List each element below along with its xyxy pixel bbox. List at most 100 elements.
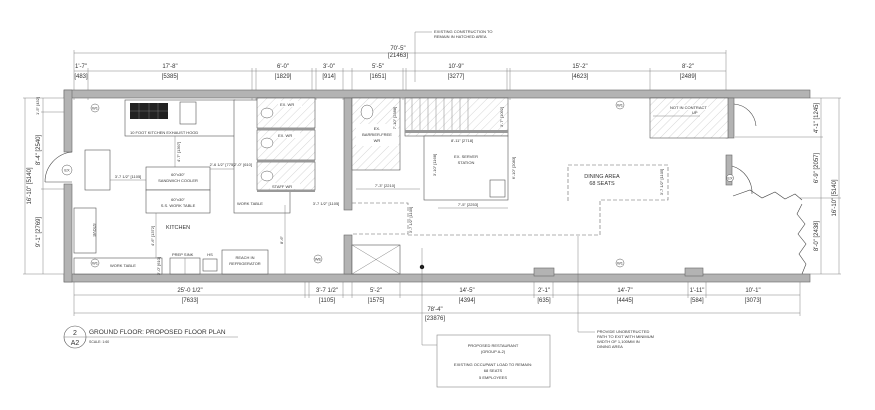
left-dimensions: 16'-10" [5140] 1'-5" [432] 8'-4" [2540] …: [23, 97, 66, 275]
svg-text:2'-1": 2'-1": [538, 288, 550, 294]
svg-text:3'-7 1/2" [1105]: 3'-7 1/2" [1105]: [115, 174, 142, 179]
bottom-dimensions: 25'-0 1/2" [7633] 3'-7 1/2" [1105] 5'-2"…: [73, 282, 801, 322]
svg-text:PATH TO EXIT WITH MINIMUM: PATH TO EXIT WITH MINIMUM: [597, 334, 654, 339]
svg-text:SCALE: 1:60: SCALE: 1:60: [89, 340, 109, 344]
svg-text:4'-6" [1372]: 4'-6" [1372]: [150, 226, 155, 246]
svg-text:[23876]: [23876]: [425, 316, 445, 322]
svg-text:PROPOSED RESTAURANT: PROPOSED RESTAURANT: [468, 343, 519, 348]
svg-text:EX. WR: EX. WR: [278, 133, 292, 138]
svg-text:3'-7 1/2" [1105]: 3'-7 1/2" [1105]: [659, 169, 664, 196]
svg-text:PROVIDE UNOBSTRUCTED: PROVIDE UNOBSTRUCTED: [597, 329, 650, 334]
right-dimensions: 4'-1" [1245] 6'-9" [2057] 8'-0" [2438] 1…: [735, 97, 841, 275]
svg-text:2'-6 1/2" [775]: 2'-6 1/2" [775]: [210, 162, 235, 167]
svg-text:17'-8": 17'-8": [162, 64, 177, 70]
svg-text:6'-0": 6'-0": [277, 64, 289, 70]
svg-text:EX.: EX.: [374, 126, 380, 131]
svg-text:2: 2: [73, 330, 77, 337]
svg-text:WE: WE: [315, 257, 322, 262]
svg-text:9'-1" [2769]: 9'-1" [2769]: [36, 217, 42, 248]
svg-text:SANDWICH COOLER: SANDWICH COOLER: [158, 178, 198, 183]
svg-text:S.S. WORK TABLE: S.S. WORK TABLE: [161, 203, 196, 208]
not-in-contract-stair: NOT IN CONTRACT UP: [649, 97, 757, 139]
svg-text:EX. WR: EX. WR: [280, 102, 294, 107]
svg-text:[4623]: [4623]: [572, 74, 589, 80]
svg-text:[635]: [635]: [537, 298, 551, 304]
kitchen-dimensions: 4'-7" [1397] 3'-7 1/2" [1105] 2'-6 1/2" …: [110, 136, 339, 275]
shaft: [351, 244, 425, 275]
svg-text:8'-6": 8'-6": [279, 235, 284, 244]
svg-text:PREP SINK: PREP SINK: [172, 252, 194, 257]
server-station: EX. SERVER STATION 8'-11" [2718] 3'-10" …: [356, 135, 516, 209]
svg-text:3'-0": 3'-0": [323, 64, 335, 70]
svg-text:STOVE: STOVE: [92, 223, 97, 237]
svg-text:10 FOOT KITCHEN EXHAUST HOOD: 10 FOOT KITCHEN EXHAUST HOOD: [130, 130, 198, 135]
svg-text:14'-7": 14'-7": [617, 288, 632, 294]
svg-text:REFRIGERATOR: REFRIGERATOR: [229, 261, 261, 266]
svg-text:78'-4": 78'-4": [427, 307, 442, 313]
svg-text:STAFF WR: STAFF WR: [272, 184, 292, 189]
unobstructed-path-note: PROVIDE UNOBSTRUCTED PATH TO EXIT WITH M…: [577, 236, 654, 349]
svg-text:[1575]: [1575]: [368, 298, 385, 304]
svg-text:EX: EX: [64, 168, 70, 173]
svg-text:70'-5": 70'-5": [390, 46, 405, 52]
svg-text:[4394]: [4394]: [459, 298, 476, 304]
svg-text:60"x30": 60"x30": [171, 197, 185, 202]
svg-text:STATION: STATION: [458, 160, 475, 165]
svg-text:[1651]: [1651]: [370, 74, 387, 80]
front-entry: EX: [726, 165, 807, 275]
svg-text:[483]: [483]: [74, 74, 88, 80]
svg-text:3'-7" [1092]: 3'-7" [1092]: [499, 107, 504, 127]
svg-text:2'-0" [610]: 2'-0" [610]: [156, 257, 161, 275]
svg-text:EX. SERVER: EX. SERVER: [454, 154, 478, 159]
svg-text:[4445]: [4445]: [617, 298, 634, 304]
svg-text:W1: W1: [617, 103, 624, 108]
svg-text:GROUND FLOOR: PROPOSED FLOOR P: GROUND FLOOR: PROPOSED FLOOR PLAN: [89, 329, 226, 336]
svg-text:(GROUP A-2): (GROUP A-2): [481, 349, 506, 354]
svg-text:10'-9": 10'-9": [448, 64, 463, 70]
svg-text:3'-7 1/2" [1105]: 3'-7 1/2" [1105]: [408, 207, 413, 234]
svg-text:WORK TABLE: WORK TABLE: [110, 263, 136, 268]
svg-text:A2: A2: [71, 340, 80, 347]
svg-text:7'-5" [2253]: 7'-5" [2253]: [458, 202, 478, 207]
svg-text:3'-7 1/2" [1105]: 3'-7 1/2" [1105]: [313, 201, 340, 206]
svg-text:[5385]: [5385]: [162, 74, 179, 80]
washrooms: EX. WR EX. WR STAFF WR: [256, 97, 316, 192]
svg-text:15'-2": 15'-2": [572, 64, 587, 70]
svg-text:REACH IN: REACH IN: [235, 255, 254, 260]
svg-text:BARRIER-FREE: BARRIER-FREE: [362, 132, 392, 137]
barrier-free-wr: EX. BARRIER-FREE WR 7'-10" [2388]: [351, 97, 401, 171]
svg-text:5 EMPLOYEES: 5 EMPLOYEES: [479, 375, 507, 380]
existing-stair: 3'-7" [1092]: [404, 97, 509, 137]
svg-text:60"x30": 60"x30": [171, 172, 185, 177]
svg-text:16'-10" [5140]: 16'-10" [5140]: [832, 179, 838, 216]
svg-text:6'-9" [2057]: 6'-9" [2057]: [814, 153, 820, 184]
svg-text:UP: UP: [692, 110, 698, 115]
svg-text:68 SEATS: 68 SEATS: [589, 181, 615, 187]
svg-text:1'-5" [432]: 1'-5" [432]: [35, 97, 40, 115]
kitchen-label: KITCHEN: [166, 225, 190, 231]
svg-text:DINING AREA: DINING AREA: [597, 344, 623, 349]
svg-text:5'-2": 5'-2": [370, 288, 382, 294]
svg-text:8'-4" [2540]: 8'-4" [2540]: [36, 135, 42, 166]
hand-sink: [202, 258, 218, 272]
svg-text:REMAIN IN HATCHED AREA: REMAIN IN HATCHED AREA: [434, 34, 487, 39]
svg-text:7'-3" [2210]: 7'-3" [2210]: [375, 183, 395, 188]
svg-text:WR: WR: [374, 138, 381, 143]
svg-text:2'-0" [610]: 2'-0" [610]: [234, 162, 252, 167]
svg-text:[1105]: [1105]: [319, 298, 336, 304]
svg-text:8'-0" [2438]: 8'-0" [2438]: [814, 221, 820, 252]
svg-text:W1: W1: [92, 261, 99, 266]
svg-text:W1: W1: [92, 106, 99, 111]
svg-text:25'-0 1/2": 25'-0 1/2": [177, 288, 202, 294]
svg-text:[3277]: [3277]: [448, 74, 465, 80]
svg-text:[2489]: [2489]: [680, 74, 697, 80]
svg-text:DINING AREA: DINING AREA: [584, 174, 620, 180]
svg-text:EXISTING OCCUPANT LOAD TO REMA: EXISTING OCCUPANT LOAD TO REMAIN:: [454, 362, 532, 367]
svg-text:1'-11": 1'-11": [690, 288, 705, 294]
svg-text:5'-5": 5'-5": [372, 64, 384, 70]
svg-text:NOT IN CONTRACT: NOT IN CONTRACT: [670, 105, 707, 110]
reach-in-refrigerator: [221, 249, 269, 275]
entry-door-left: EX: [44, 151, 73, 183]
svg-text:HS: HS: [207, 252, 213, 257]
